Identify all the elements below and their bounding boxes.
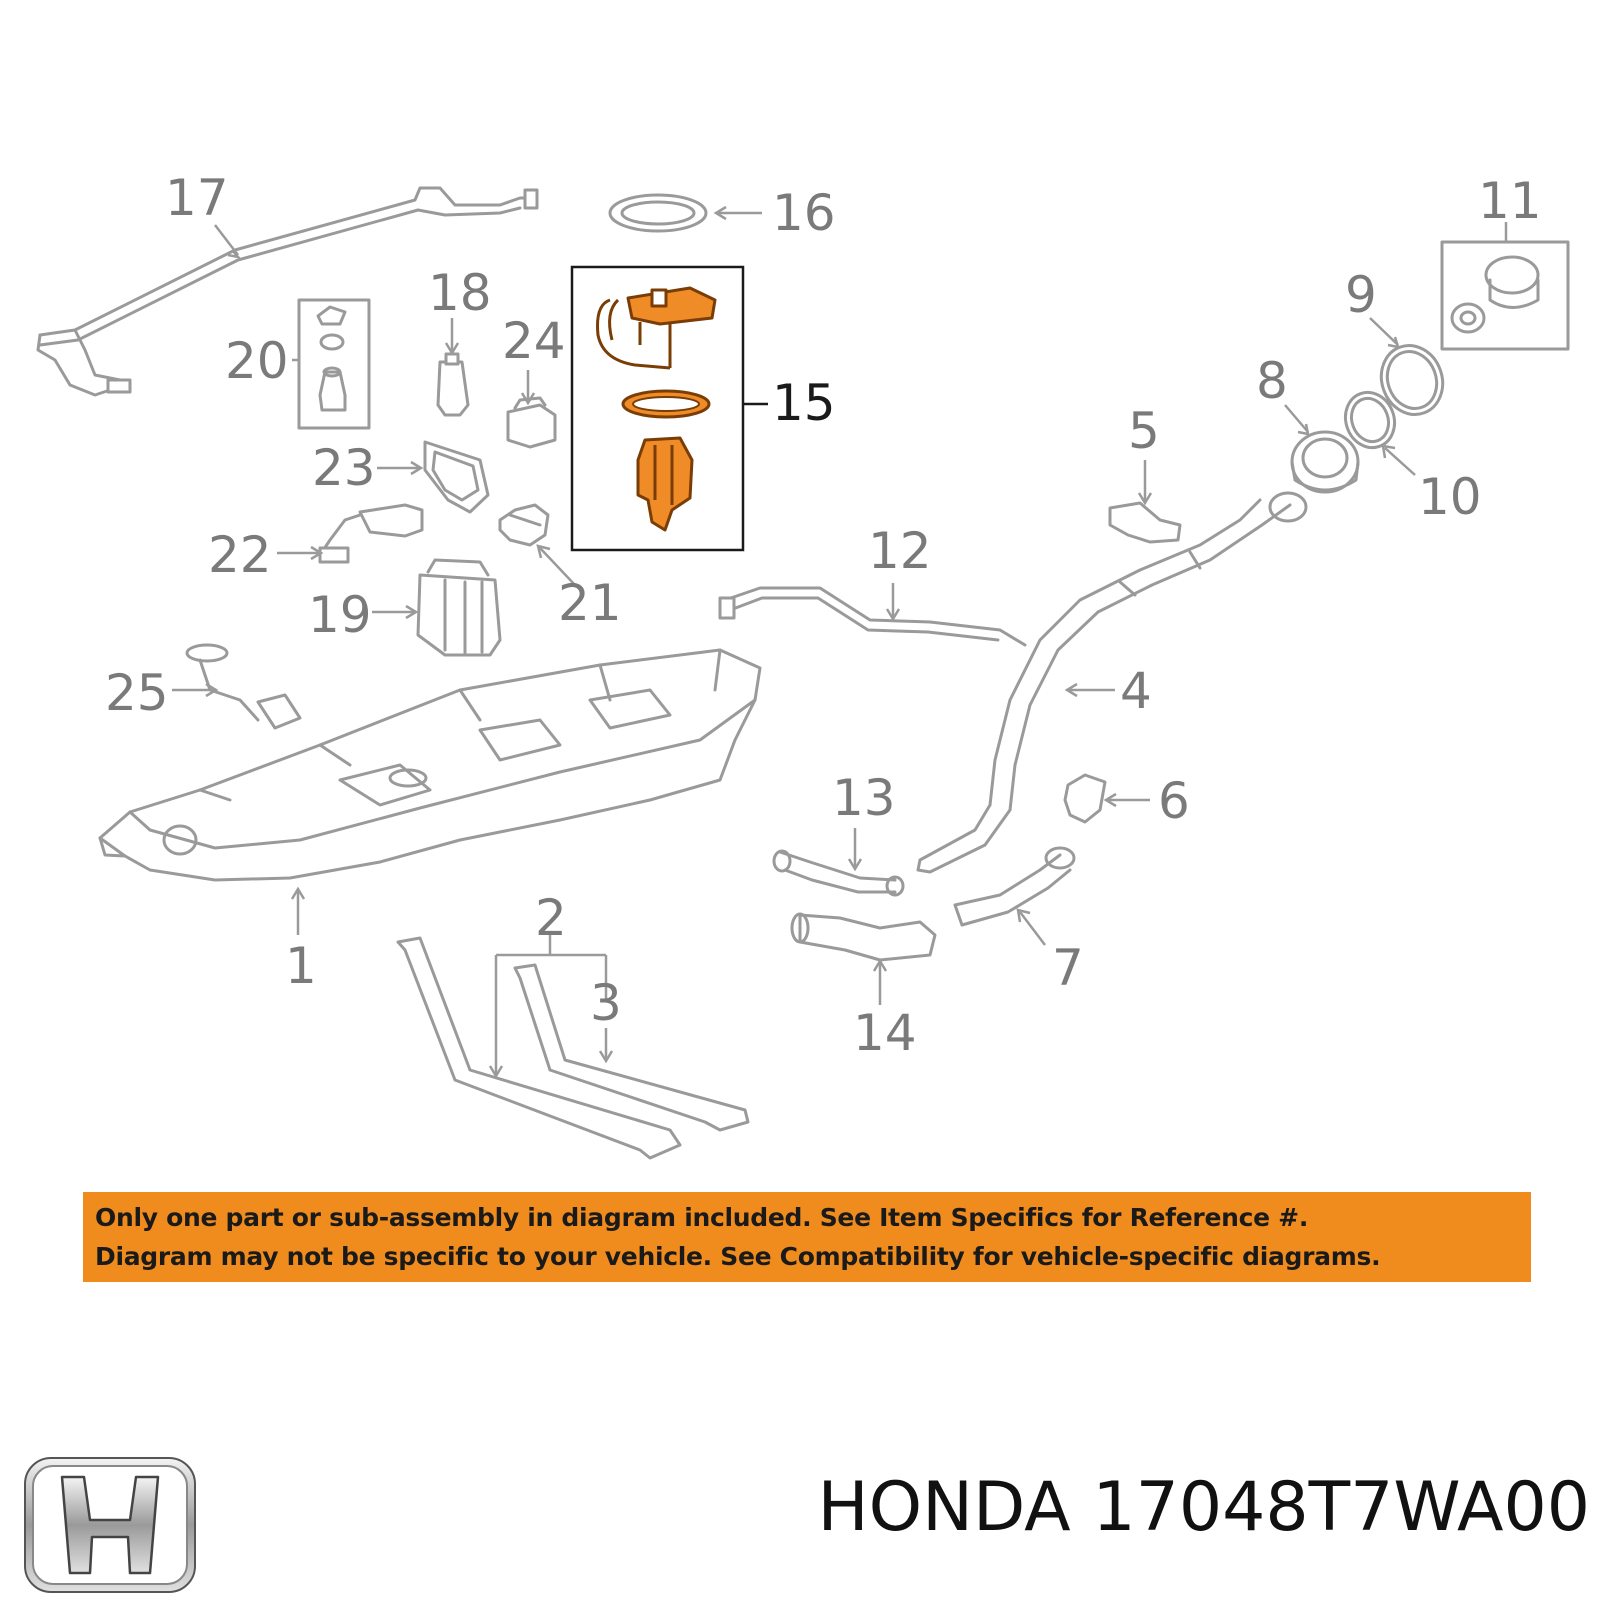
part-23-frame bbox=[423, 440, 490, 514]
callout-2: 2 bbox=[535, 889, 567, 947]
part-18-filter bbox=[436, 352, 470, 417]
part-19-housing bbox=[416, 558, 502, 657]
part-15-box bbox=[570, 265, 745, 552]
notice-line-2: Diagram may not be specific to your vehi… bbox=[95, 1242, 1381, 1271]
part-5-clip bbox=[1108, 501, 1182, 544]
part-4-filler-neck bbox=[916, 491, 1308, 874]
brand-part-number: HONDA 17048T7WA00 bbox=[680, 1468, 1590, 1547]
part-3-strap bbox=[513, 963, 750, 1132]
callout-18: 18 bbox=[428, 264, 492, 322]
leader-lines bbox=[172, 205, 1508, 1079]
part-10-ring bbox=[1343, 390, 1397, 450]
callout-6: 6 bbox=[1158, 772, 1190, 830]
callout-13: 13 bbox=[832, 769, 896, 827]
part-13-hose bbox=[772, 849, 905, 897]
callout-24: 24 bbox=[502, 312, 566, 370]
part-25-float bbox=[185, 643, 302, 730]
brand-name: HONDA bbox=[817, 1468, 1071, 1547]
callout-labels: 17 16 11 9 18 24 20 15 8 5 23 10 22 12 2… bbox=[105, 169, 1542, 1062]
callout-20: 20 bbox=[225, 332, 289, 390]
callout-11: 11 bbox=[1478, 172, 1542, 230]
part-22-sender bbox=[318, 503, 424, 564]
callout-15: 15 bbox=[772, 374, 836, 432]
callout-3: 3 bbox=[590, 974, 622, 1032]
part-number: 17048T7WA00 bbox=[1092, 1468, 1590, 1547]
part-20-kit bbox=[297, 298, 371, 430]
honda-h-logo-icon bbox=[24, 1457, 196, 1593]
part-11-fuel-cap bbox=[1440, 240, 1570, 351]
part-17-pipe bbox=[36, 186, 539, 397]
callout-16: 16 bbox=[772, 184, 836, 242]
callout-4: 4 bbox=[1120, 662, 1152, 720]
callout-7: 7 bbox=[1052, 939, 1084, 997]
notice-line-1: Only one part or sub-assembly in diagram… bbox=[95, 1203, 1309, 1232]
callout-22: 22 bbox=[208, 526, 272, 584]
callout-12: 12 bbox=[868, 522, 932, 580]
callout-10: 10 bbox=[1418, 468, 1482, 526]
part-2-strap bbox=[396, 936, 682, 1160]
part-15-fuel-pump-assembly bbox=[570, 265, 745, 552]
callout-8: 8 bbox=[1256, 352, 1288, 410]
callout-19: 19 bbox=[308, 586, 372, 644]
part-9-ring bbox=[1379, 344, 1445, 416]
callout-17: 17 bbox=[165, 169, 229, 227]
callout-21: 21 bbox=[558, 574, 622, 632]
part-16-gasket bbox=[608, 193, 708, 233]
part-14-hose bbox=[790, 912, 937, 962]
callout-9: 9 bbox=[1345, 266, 1377, 324]
compatibility-notice: Only one part or sub-assembly in diagram… bbox=[83, 1192, 1531, 1282]
callout-14: 14 bbox=[853, 1004, 917, 1062]
callout-1: 1 bbox=[285, 937, 317, 995]
callout-25: 25 bbox=[105, 664, 169, 722]
part-24-connector bbox=[506, 396, 557, 449]
part-1-fuel-tank bbox=[98, 648, 762, 882]
part-7-hose bbox=[953, 846, 1076, 927]
part-21-harness bbox=[498, 503, 550, 547]
part-6-bracket bbox=[1063, 773, 1107, 824]
callout-23: 23 bbox=[312, 439, 376, 497]
part-8-seal bbox=[1290, 430, 1360, 494]
callout-5: 5 bbox=[1128, 402, 1160, 460]
part-12-vent-pipe bbox=[718, 586, 1027, 647]
